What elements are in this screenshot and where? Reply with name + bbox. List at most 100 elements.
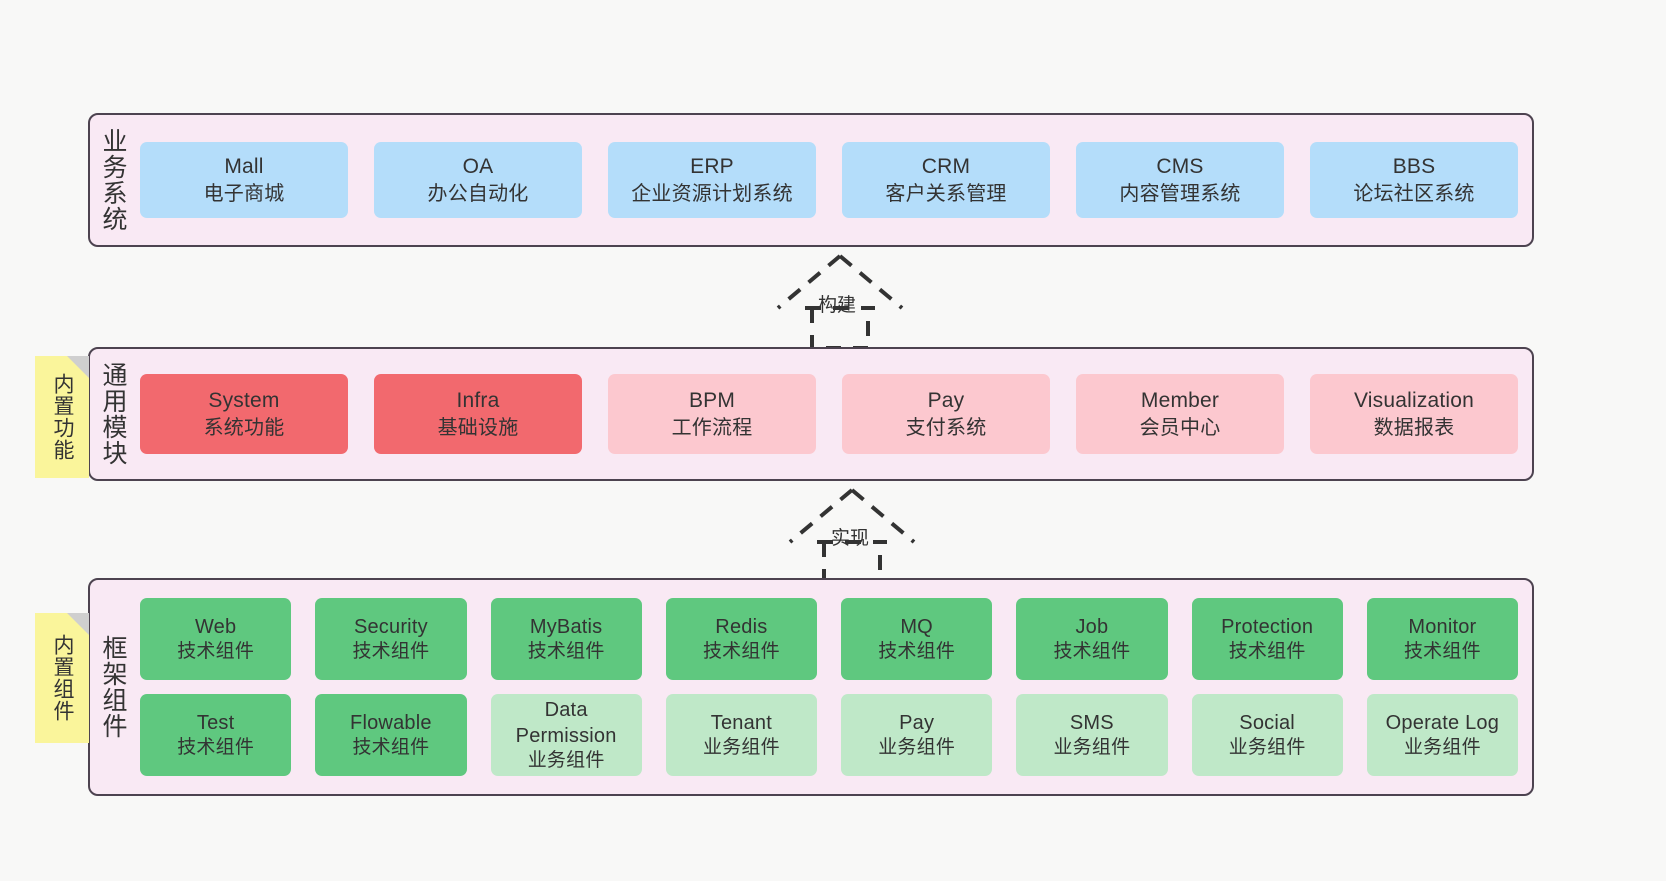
sticky-note-builtin-component[interactable]: 内置组件 <box>35 613 89 743</box>
card-job[interactable]: Job 技术组件 <box>1016 598 1168 680</box>
card-title: CRM <box>921 155 971 179</box>
card-subtitle: 企业资源计划系统 <box>631 182 793 205</box>
card-title: Pay <box>927 389 965 413</box>
card-title: Pay <box>899 711 935 734</box>
card-subtitle: 技术组件 <box>1228 640 1306 662</box>
connector-build-label: 构建 <box>818 295 857 316</box>
card-subtitle: 业务组件 <box>878 736 956 758</box>
card-subtitle: 支付系统 <box>905 416 987 439</box>
layer-band-business: 业务系统 Mall 电子商城 OA 办公自动化 ERP 企业资源计划系统 CRM… <box>88 113 1534 247</box>
card-subtitle: 技术组件 <box>1403 640 1481 662</box>
card-title: Web <box>194 615 237 638</box>
card-subtitle: 客户关系管理 <box>885 182 1007 205</box>
card-title: Member <box>1140 389 1220 413</box>
card-subtitle: 技术组件 <box>177 736 255 758</box>
card-title: Social <box>1239 711 1295 734</box>
card-protection[interactable]: Protection 技术组件 <box>1191 598 1343 680</box>
card-redis[interactable]: Redis 技术组件 <box>665 598 817 680</box>
card-subtitle: 技术组件 <box>702 640 780 662</box>
layer-label-framework: 框架组件 <box>99 635 127 739</box>
card-flowable[interactable]: Flowable 技术组件 <box>315 694 467 776</box>
card-row: Web 技术组件 Security 技术组件 MyBatis 技术组件 Redi… <box>140 598 1518 680</box>
card-data-permission[interactable]: Data Permission 业务组件 <box>490 694 642 776</box>
card-title: Visualization <box>1353 389 1475 413</box>
card-web[interactable]: Web 技术组件 <box>140 598 292 680</box>
layer-label-business: 业务系统 <box>99 128 127 232</box>
layer-body-framework: Web 技术组件 Security 技术组件 MyBatis 技术组件 Redi… <box>136 580 1532 794</box>
card-title: System <box>208 389 280 413</box>
card-title: Redis <box>715 615 768 638</box>
card-row: Test 技术组件 Flowable 技术组件 Data Permission … <box>140 694 1518 776</box>
card-subtitle: 业务组件 <box>527 749 605 771</box>
layer-band-common: 通用模块 System 系统功能 Infra 基础设施 BPM 工作流程 Pay… <box>88 347 1534 481</box>
card-crm[interactable]: CRM 客户关系管理 <box>842 142 1050 218</box>
card-subtitle: 论坛社区系统 <box>1353 182 1475 205</box>
card-bpm[interactable]: BPM 工作流程 <box>608 374 816 454</box>
card-title: BBS <box>1392 155 1436 179</box>
card-subtitle: 基础设施 <box>437 416 519 439</box>
card-member[interactable]: Member 会员中心 <box>1076 374 1284 454</box>
card-subtitle: 会员中心 <box>1139 416 1221 439</box>
card-subtitle: 内容管理系统 <box>1119 182 1241 205</box>
card-operate-log[interactable]: Operate Log 业务组件 <box>1366 694 1518 776</box>
card-subtitle: 业务组件 <box>702 736 780 758</box>
card-title: Flowable <box>350 711 432 734</box>
card-cms[interactable]: CMS 内容管理系统 <box>1076 142 1284 218</box>
card-row: Mall 电子商城 OA 办公自动化 ERP 企业资源计划系统 CRM 客户关系… <box>140 142 1518 218</box>
card-title: OA <box>462 155 494 179</box>
card-title: Monitor <box>1408 615 1477 638</box>
sticky-note-builtin-feature[interactable]: 内置功能 <box>35 356 89 478</box>
card-title: Job <box>1075 615 1109 638</box>
card-bbs[interactable]: BBS 论坛社区系统 <box>1310 142 1518 218</box>
card-title: Data Permission <box>515 698 617 747</box>
card-title: Test <box>196 711 235 734</box>
card-title: Mall <box>224 155 264 179</box>
card-subtitle: 技术组件 <box>177 640 255 662</box>
card-title: MQ <box>900 615 933 638</box>
card-subtitle: 业务组件 <box>1228 736 1306 758</box>
card-title: ERP <box>690 155 734 179</box>
card-subtitle: 电子商城 <box>203 182 285 205</box>
card-mq[interactable]: MQ 技术组件 <box>841 598 993 680</box>
layer-body-common: System 系统功能 Infra 基础设施 BPM 工作流程 Pay 支付系统… <box>136 349 1532 479</box>
layer-band-framework: 框架组件 Web 技术组件 Security 技术组件 MyBatis 技术组件… <box>88 578 1534 796</box>
card-system[interactable]: System 系统功能 <box>140 374 348 454</box>
card-oa[interactable]: OA 办公自动化 <box>374 142 582 218</box>
card-title: BPM <box>688 389 736 413</box>
card-subtitle: 数据报表 <box>1373 416 1455 439</box>
card-test[interactable]: Test 技术组件 <box>140 694 292 776</box>
layer-body-business: Mall 电子商城 OA 办公自动化 ERP 企业资源计划系统 CRM 客户关系… <box>136 115 1532 245</box>
card-mall[interactable]: Mall 电子商城 <box>140 142 348 218</box>
card-row: System 系统功能 Infra 基础设施 BPM 工作流程 Pay 支付系统… <box>140 374 1518 454</box>
card-subtitle: 技术组件 <box>352 736 430 758</box>
card-social[interactable]: Social 业务组件 <box>1191 694 1343 776</box>
card-subtitle: 系统功能 <box>203 416 285 439</box>
card-visualization[interactable]: Visualization 数据报表 <box>1310 374 1518 454</box>
card-monitor[interactable]: Monitor 技术组件 <box>1366 598 1518 680</box>
card-title: SMS <box>1069 711 1114 734</box>
card-subtitle: 技术组件 <box>527 640 605 662</box>
connector-implement-label: 实现 <box>831 528 870 549</box>
card-subtitle: 工作流程 <box>671 416 753 439</box>
card-mybatis[interactable]: MyBatis 技术组件 <box>490 598 642 680</box>
card-subtitle: 技术组件 <box>1053 640 1131 662</box>
card-infra[interactable]: Infra 基础设施 <box>374 374 582 454</box>
card-subtitle: 业务组件 <box>1053 736 1131 758</box>
card-security[interactable]: Security 技术组件 <box>315 598 467 680</box>
card-title: Infra <box>456 389 500 413</box>
card-subtitle: 业务组件 <box>1403 736 1481 758</box>
card-subtitle: 办公自动化 <box>427 182 529 205</box>
card-subtitle: 技术组件 <box>878 640 956 662</box>
card-title: MyBatis <box>529 615 603 638</box>
layer-label-common: 通用模块 <box>99 362 127 466</box>
card-sms[interactable]: SMS 业务组件 <box>1016 694 1168 776</box>
card-pay-component[interactable]: Pay 业务组件 <box>841 694 993 776</box>
card-pay-module[interactable]: Pay 支付系统 <box>842 374 1050 454</box>
card-erp[interactable]: ERP 企业资源计划系统 <box>608 142 816 218</box>
card-title: CMS <box>1156 155 1204 179</box>
card-title: Operate Log <box>1385 711 1500 734</box>
card-tenant[interactable]: Tenant 业务组件 <box>665 694 817 776</box>
card-title: Tenant <box>710 711 772 734</box>
card-title: Security <box>353 615 428 638</box>
